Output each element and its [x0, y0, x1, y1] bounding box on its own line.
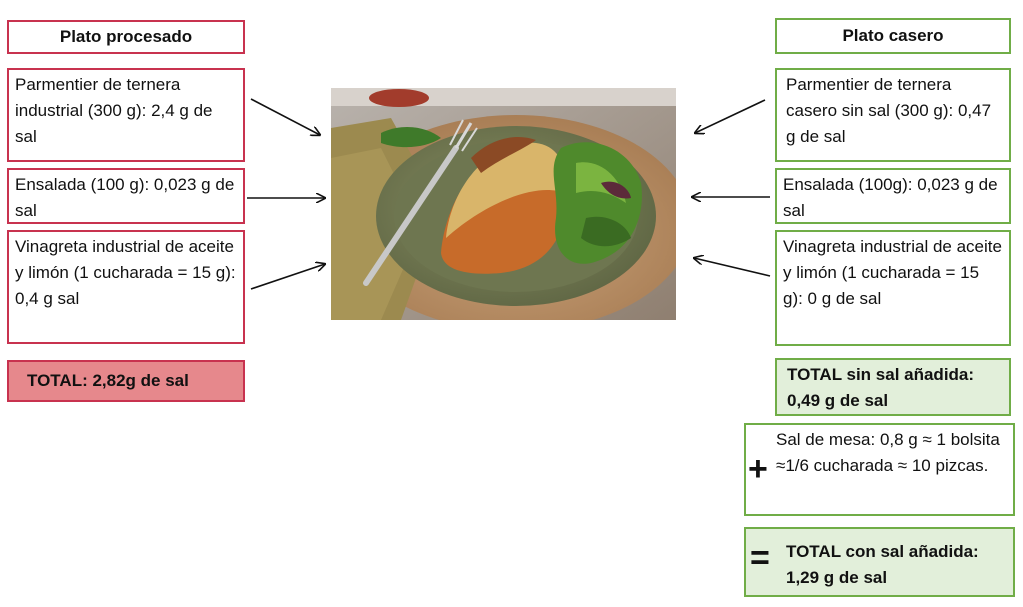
- plate-illustration: [331, 88, 676, 320]
- homemade-total-with-salt: TOTAL con sal añadida: 1,29 g de sal: [744, 527, 1015, 597]
- homemade-total-no-salt: TOTAL sin sal añadida: 0,49 g de sal: [775, 358, 1011, 416]
- arrow-parmentier-processed: [250, 98, 320, 135]
- plus-symbol: +: [748, 450, 768, 488]
- homemade-item-vinaigrette: Vinagreta industrial de aceite y limón (…: [775, 230, 1011, 346]
- food-photo: [331, 88, 676, 320]
- arrow-vinaigrette-homemade: [694, 258, 771, 277]
- processed-item-vinaigrette: Vinagreta industrial de aceite y limón (…: [7, 230, 245, 344]
- processed-title: Plato procesado: [7, 20, 245, 54]
- table-salt-box: Sal de mesa: 0,8 g ≈ 1 bolsita ≈1/6 cuch…: [744, 423, 1015, 516]
- processed-total: TOTAL: 2,82g de sal: [7, 360, 245, 402]
- equals-symbol: =: [750, 539, 770, 577]
- processed-item-parmentier: Parmentier de ternera industrial (300 g)…: [7, 68, 245, 162]
- homemade-total-with-salt-text: TOTAL con sal añadida: 1,29 g de sal: [786, 542, 979, 587]
- arrow-parmentier-homemade: [695, 99, 766, 133]
- homemade-item-parmentier: Parmentier de ternera casero sin sal (30…: [775, 68, 1011, 162]
- arrow-vinaigrette-processed: [250, 264, 325, 290]
- homemade-title: Plato casero: [775, 18, 1011, 54]
- processed-item-salad: Ensalada (100 g): 0,023 g de sal: [7, 168, 245, 224]
- table-salt-text: Sal de mesa: 0,8 g ≈ 1 bolsita ≈1/6 cuch…: [776, 430, 1000, 475]
- homemade-item-salad: Ensalada (100g): 0,023 g de sal: [775, 168, 1011, 224]
